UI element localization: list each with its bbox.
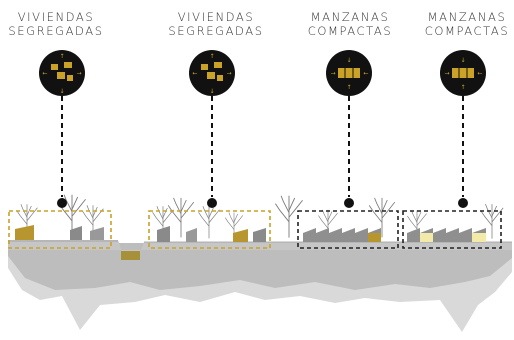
label-line1: VIVIENDAS: [17, 10, 95, 24]
dispersed-houses-icon: ↑ ↓ ← →: [189, 50, 235, 96]
label-manzanas-compactas-2: MANZANAS COMPACTAS: [412, 10, 514, 38]
label-line2: COMPACTAS: [424, 24, 510, 38]
svg-text:→: →: [76, 70, 81, 77]
svg-text:←: ←: [477, 70, 482, 77]
svg-text:↑: ↑: [460, 84, 465, 91]
highlight-box-segregated-2: [148, 210, 271, 249]
highlight-box-compact-2: [402, 210, 502, 249]
terrain: [8, 240, 512, 332]
svg-text:↑: ↑: [59, 53, 64, 60]
houses-compact-1: [303, 228, 381, 242]
house-icon: [233, 229, 248, 242]
highlight-box-segregated-1: [8, 210, 112, 249]
house-icon: [70, 226, 82, 240]
label-line2: COMPACTAS: [307, 24, 393, 38]
svg-text:←: ←: [42, 70, 47, 77]
house-icon: [253, 228, 266, 242]
houses-compact-2: [407, 228, 486, 242]
label-line2: SEGREGADAS: [8, 24, 104, 38]
leader-dot: [57, 198, 67, 208]
svg-text:→: →: [444, 70, 449, 77]
svg-text:→: →: [226, 70, 231, 77]
svg-text:↓: ↓: [346, 57, 351, 64]
house-icon: [15, 225, 34, 240]
ravine-fill: [121, 251, 140, 260]
dispersed-houses-icon: ↑ ↓ ← →: [39, 50, 85, 96]
label-manzanas-compactas-1: MANZANAS COMPACTAS: [295, 10, 405, 38]
label-line1: MANZANAS: [310, 10, 390, 24]
leader-dot: [458, 198, 468, 208]
highlight-box-compact-1: [297, 210, 399, 249]
house-icon: [368, 233, 381, 242]
row-houses: [303, 228, 381, 242]
svg-text:↑: ↑: [209, 53, 214, 60]
svg-text:←: ←: [192, 70, 197, 77]
terrain-body: [8, 243, 512, 290]
house-icon: [157, 226, 170, 242]
label-viviendas-segregadas-1: VIVIENDAS SEGREGADAS: [1, 10, 111, 38]
label-line1: VIVIENDAS: [177, 10, 255, 24]
svg-text:↑: ↑: [346, 84, 351, 91]
svg-text:↓: ↓: [209, 88, 214, 95]
compact-block-icon: ↓ ↑ → ←: [326, 50, 372, 96]
svg-text:↓: ↓: [460, 57, 465, 64]
leader-dot: [344, 198, 354, 208]
houses-segregated-1: [15, 225, 104, 240]
houses-segregated-2: [157, 226, 266, 242]
svg-text:←: ←: [363, 70, 368, 77]
house-icon: [90, 227, 104, 240]
compact-block-icon: ↓ ↑ → ←: [440, 50, 486, 96]
house-icon: [186, 228, 197, 242]
house-icon: [420, 233, 433, 242]
label-line1: MANZANAS: [427, 10, 507, 24]
label-line2: SEGREGADAS: [168, 24, 264, 38]
label-viviendas-segregadas-2: VIVIENDAS SEGREGADAS: [161, 10, 271, 38]
leader-dot: [207, 198, 217, 208]
svg-text:→: →: [330, 70, 335, 77]
svg-text:↓: ↓: [59, 88, 64, 95]
house-icon: [472, 233, 486, 242]
leader-lines: [61, 96, 464, 197]
